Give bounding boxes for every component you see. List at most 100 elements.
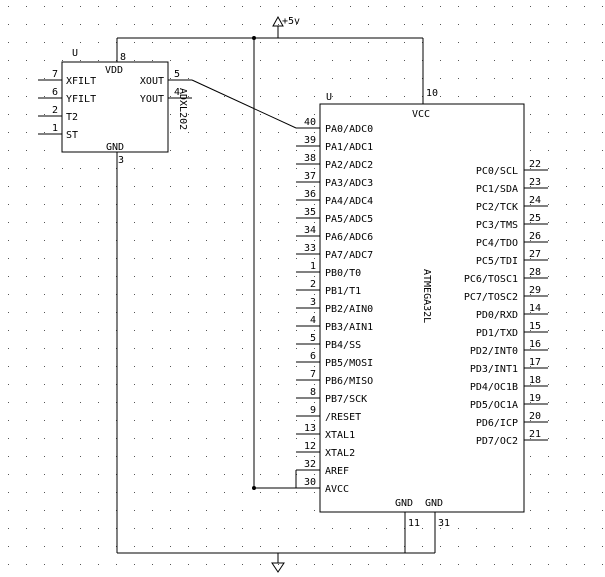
grid-dot bbox=[26, 546, 27, 547]
grid-dot bbox=[368, 6, 369, 7]
grid-dot bbox=[548, 204, 549, 205]
grid-dot bbox=[8, 240, 9, 241]
atmega32l-designator: U bbox=[326, 92, 332, 103]
grid-dot bbox=[278, 564, 279, 565]
grid-dot bbox=[44, 510, 45, 511]
grid-dot bbox=[584, 366, 585, 367]
grid-dot bbox=[8, 348, 9, 349]
atmega32l-pin-number: 30 bbox=[304, 477, 316, 488]
grid-dot bbox=[242, 348, 243, 349]
grid-dot bbox=[314, 456, 315, 457]
grid-dot bbox=[98, 168, 99, 169]
grid-dot bbox=[26, 60, 27, 61]
grid-dot bbox=[584, 438, 585, 439]
grid-dot bbox=[584, 294, 585, 295]
grid-dot bbox=[584, 330, 585, 331]
grid-dot bbox=[422, 546, 423, 547]
grid-dot bbox=[296, 240, 297, 241]
grid-dot bbox=[206, 456, 207, 457]
atmega32l-body bbox=[319, 103, 525, 513]
atmega32l-pin-number: 38 bbox=[304, 153, 316, 164]
grid-dot bbox=[602, 438, 603, 439]
grid-dot bbox=[242, 564, 243, 565]
grid-dot bbox=[548, 510, 549, 511]
grid-dot bbox=[494, 60, 495, 61]
grid-dot bbox=[224, 258, 225, 259]
grid-dot bbox=[548, 186, 549, 187]
junction-dot bbox=[252, 486, 256, 490]
grid-dot bbox=[188, 168, 189, 169]
grid-dot bbox=[296, 204, 297, 205]
grid-dot bbox=[422, 528, 423, 529]
grid-dot bbox=[170, 564, 171, 565]
grid-dot bbox=[548, 438, 549, 439]
grid-dot bbox=[296, 528, 297, 529]
grid-dot bbox=[602, 366, 603, 367]
grid-dot bbox=[170, 96, 171, 97]
grid-dot bbox=[26, 150, 27, 151]
grid-dot bbox=[584, 150, 585, 151]
grid-dot bbox=[530, 348, 531, 349]
grid-dot bbox=[224, 510, 225, 511]
grid-dot bbox=[566, 240, 567, 241]
grid-dot bbox=[548, 492, 549, 493]
grid-dot bbox=[350, 528, 351, 529]
grid-dot bbox=[206, 294, 207, 295]
grid-dot bbox=[224, 456, 225, 457]
grid-dot bbox=[224, 546, 225, 547]
grid-dot bbox=[584, 114, 585, 115]
grid-dot bbox=[44, 42, 45, 43]
grid-dot bbox=[548, 60, 549, 61]
grid-dot bbox=[530, 492, 531, 493]
grid-dot bbox=[98, 186, 99, 187]
grid-dot bbox=[26, 96, 27, 97]
grid-dot bbox=[494, 564, 495, 565]
atmega32l-pin-number: 5 bbox=[310, 333, 316, 344]
grid-dot bbox=[206, 150, 207, 151]
grid-dot bbox=[566, 366, 567, 367]
grid-dot bbox=[530, 24, 531, 25]
grid-dot bbox=[278, 312, 279, 313]
grid-dot bbox=[458, 546, 459, 547]
grid-dot bbox=[314, 222, 315, 223]
grid-dot bbox=[530, 42, 531, 43]
grid-dot bbox=[26, 510, 27, 511]
grid-dot bbox=[206, 114, 207, 115]
grid-dot bbox=[260, 96, 261, 97]
grid-dot bbox=[206, 348, 207, 349]
adxl202-pin-label: XFILT bbox=[66, 76, 96, 87]
grid-dot bbox=[260, 150, 261, 151]
grid-dot bbox=[278, 24, 279, 25]
grid-dot bbox=[530, 222, 531, 223]
atmega32l-pin-label: PC2/TCK bbox=[476, 202, 518, 213]
grid-dot bbox=[458, 6, 459, 7]
grid-dot bbox=[44, 312, 45, 313]
vcc-arrow-symbol bbox=[272, 15, 284, 27]
grid-dot bbox=[512, 78, 513, 79]
grid-dot bbox=[206, 186, 207, 187]
grid-dot bbox=[80, 240, 81, 241]
atmega32l-pin-label: PB6/MISO bbox=[325, 376, 373, 387]
atmega32l-pin-label: AVCC bbox=[325, 484, 349, 495]
grid-dot bbox=[242, 438, 243, 439]
grid-dot bbox=[602, 564, 603, 565]
grid-dot bbox=[566, 96, 567, 97]
grid-dot bbox=[548, 276, 549, 277]
grid-dot bbox=[80, 42, 81, 43]
grid-dot bbox=[134, 168, 135, 169]
grid-dot bbox=[278, 114, 279, 115]
grid-dot bbox=[44, 330, 45, 331]
grid-dot bbox=[206, 384, 207, 385]
grid-dot bbox=[602, 6, 603, 7]
grid-dot bbox=[98, 312, 99, 313]
grid-dot bbox=[62, 384, 63, 385]
atmega32l-pin-label: VCC bbox=[412, 109, 430, 120]
grid-dot bbox=[296, 42, 297, 43]
atmega32l-pin-label: PB4/SS bbox=[325, 340, 361, 351]
grid-dot bbox=[566, 348, 567, 349]
grid-dot bbox=[26, 438, 27, 439]
grid-dot bbox=[512, 24, 513, 25]
grid-dot bbox=[152, 258, 153, 259]
grid-dot bbox=[440, 96, 441, 97]
grid-dot bbox=[350, 546, 351, 547]
